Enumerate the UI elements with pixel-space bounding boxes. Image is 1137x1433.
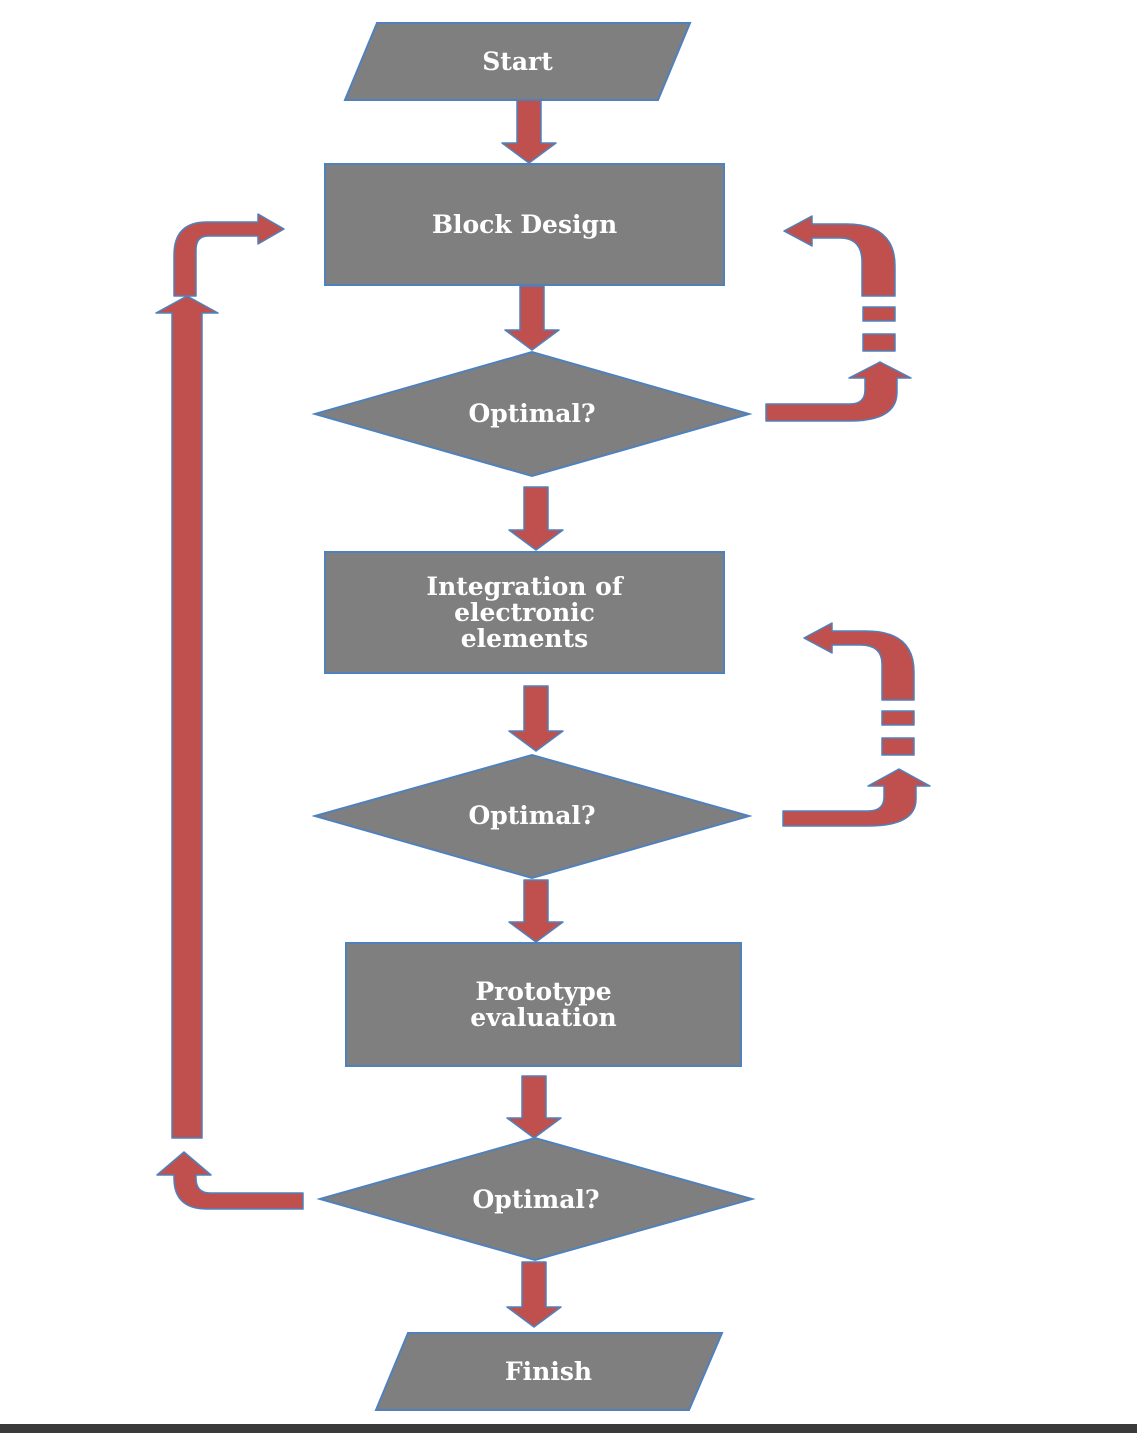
arrow-start-to-block-design xyxy=(501,99,557,164)
arrow-prototype-to-decision-3 xyxy=(506,1075,562,1139)
decision-3-shape xyxy=(316,1136,756,1262)
arrow-feedback-into-block-design xyxy=(173,213,285,297)
integration-label: Integration of electronic elements xyxy=(426,571,623,653)
arrow-decision-1-to-integration xyxy=(508,486,564,551)
decision-2-shape xyxy=(311,753,753,880)
arrow-loop-2-upper xyxy=(803,622,915,701)
arrow-loop-2-break-segment-2 xyxy=(881,737,915,756)
start-label: Start xyxy=(482,46,553,76)
block-design-process-shape xyxy=(324,163,725,286)
integration-process-shape xyxy=(324,551,725,674)
arrow-loop-2-lower xyxy=(782,768,931,827)
arrow-integration-to-decision-2 xyxy=(508,685,564,752)
decision-1-shape xyxy=(311,350,753,478)
bottom-border-strip xyxy=(0,1424,1137,1433)
arrow-loop-1-break-segment xyxy=(862,306,896,322)
start-terminal-shape xyxy=(343,22,692,101)
arrow-loop-1-lower xyxy=(765,361,912,422)
finish-label: Finish xyxy=(504,1356,593,1386)
arrow-block-design-to-decision-1 xyxy=(504,285,560,351)
arrow-loop-1-break-segment-2 xyxy=(862,333,896,352)
arrow-feedback-upward-shaft xyxy=(155,295,219,1139)
arrow-decision-3-to-finish xyxy=(506,1261,562,1328)
prototype-label: Prototype evaluation xyxy=(470,976,617,1032)
arrow-loop-1-upper xyxy=(783,215,896,297)
arrow-loop-2-break-segment xyxy=(881,710,915,726)
arrow-decision-3-loop-left xyxy=(156,1151,304,1210)
arrow-decision-2-to-prototype xyxy=(508,879,564,943)
decision-2-label: Optimal? xyxy=(468,801,596,830)
finish-terminal-shape xyxy=(374,1332,724,1411)
block-design-label: Block Design xyxy=(431,209,618,239)
decision-1-label: Optimal? xyxy=(468,399,596,428)
decision-3-label: Optimal? xyxy=(472,1185,600,1214)
prototype-process-shape xyxy=(345,942,742,1067)
